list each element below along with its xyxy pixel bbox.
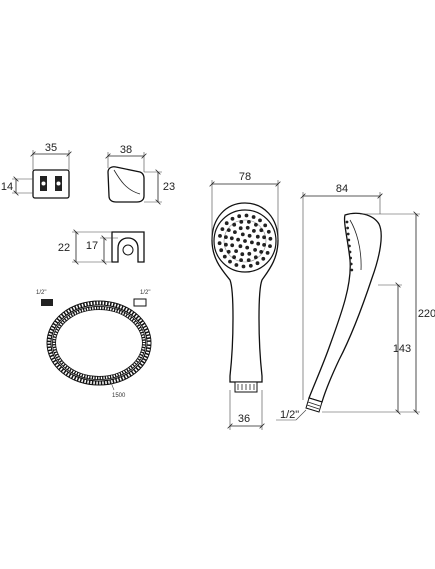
nozzle-dot — [247, 220, 251, 224]
nozzle-dot — [261, 256, 266, 261]
side-depth-label: 84 — [336, 183, 348, 195]
nozzle-dot — [230, 243, 235, 248]
shower-hose: 1/2" 1/2" 1500 — [36, 290, 152, 399]
nozzle-dot — [248, 263, 253, 268]
nozzle-dot — [262, 243, 266, 247]
holder-height-label: 23 — [163, 181, 175, 193]
nozzle-dot — [259, 250, 264, 254]
nozzle-dot — [244, 213, 249, 218]
nozzle-dot — [228, 259, 232, 264]
nozzle-dot — [233, 230, 237, 235]
nozzle-dot — [220, 227, 225, 232]
wall-bracket-height-label: 14 — [1, 181, 13, 193]
nozzle-dot — [258, 218, 262, 223]
nozzle-dot — [265, 251, 270, 255]
handle-length-label: 143 — [393, 343, 411, 355]
nozzle-dot — [252, 229, 256, 233]
nozzle-dot — [224, 242, 228, 247]
nozzle-dot — [218, 234, 222, 238]
holder-width-label: 38 — [120, 144, 132, 156]
nozzle-dot — [255, 261, 260, 266]
nozzle-dot — [247, 251, 252, 256]
nozzle-dot — [263, 223, 268, 228]
nozzle-dot — [245, 245, 250, 250]
nozzle-dot — [226, 249, 231, 254]
nozzle-dot — [226, 228, 231, 233]
nozzle-dot — [234, 263, 239, 267]
nozzle-dot — [232, 255, 237, 260]
side-nozzle-dot — [346, 226, 349, 230]
nozzle-dot — [266, 229, 271, 234]
wall-bracket: 35 14 — [1, 142, 72, 199]
side-nozzle-dot — [349, 256, 352, 260]
nozzle-dot — [247, 233, 252, 238]
nozzle-dot — [262, 235, 266, 240]
nozzle-dot — [224, 235, 228, 240]
shower-head-side-view: 84 220 143 1/2" — [276, 183, 435, 421]
side-nozzle-dot — [348, 250, 352, 254]
holder-inner-height-label: 17 — [86, 240, 98, 252]
nozzle-dot — [268, 236, 273, 241]
hose-right-thread-label: 1/2" — [140, 290, 150, 296]
nozzle-dot — [241, 264, 246, 269]
shower-head-front-view: 78 36 — [209, 171, 281, 430]
hose-length-label: 1500 — [112, 393, 126, 399]
nozzle-dot — [232, 222, 237, 227]
nozzle-dot — [245, 225, 250, 230]
nozzle-dot — [250, 240, 254, 245]
nozzle-dot — [253, 248, 257, 252]
side-thread-label: 1/2" — [280, 409, 299, 421]
side-nozzle-dot — [345, 220, 349, 224]
wall-bracket-width-label: 35 — [45, 142, 57, 154]
spray-nozzles — [217, 213, 273, 269]
side-nozzle-dot — [350, 268, 354, 272]
side-nozzle-dot — [347, 238, 351, 242]
nozzle-dot — [238, 244, 243, 249]
nozzle-dot — [246, 258, 251, 262]
nozzle-dot — [253, 255, 258, 260]
nozzle-dot — [256, 241, 261, 246]
holder-outer-height-label: 22 — [58, 242, 70, 254]
holder-side-view: 38 23 — [105, 144, 175, 205]
nozzle-dot — [230, 216, 235, 221]
nozzle-dot — [239, 220, 244, 224]
nozzle-dot — [240, 252, 245, 257]
nozzle-dot — [243, 239, 247, 243]
nozzle-dot — [255, 234, 260, 239]
nozzle-dot — [240, 232, 245, 237]
side-nozzle-dot — [349, 262, 353, 266]
nozzle-dot — [229, 236, 234, 241]
nozzle-dot — [237, 214, 242, 219]
connector-width-label: 36 — [238, 413, 250, 425]
nozzle-dot — [251, 215, 256, 219]
head-width-label: 78 — [239, 171, 251, 183]
holder-front-view: 22 17 — [58, 229, 145, 265]
hose-left-thread-label: 1/2" — [36, 290, 46, 296]
nozzle-dot — [222, 254, 227, 259]
side-nozzles — [345, 220, 354, 272]
nozzle-dot — [217, 241, 222, 246]
nozzle-dot — [234, 249, 239, 254]
nozzle-dot — [268, 244, 272, 249]
nozzle-dot — [239, 258, 244, 262]
nozzle-dot — [259, 228, 264, 233]
nozzle-dot — [224, 221, 229, 226]
nozzle-dot — [238, 226, 243, 231]
total-length-label: 220 — [418, 308, 435, 320]
side-nozzle-dot — [346, 232, 350, 236]
nozzle-dot — [254, 222, 258, 227]
nozzle-dot — [219, 248, 224, 253]
side-nozzle-dot — [348, 244, 351, 248]
nozzle-dot — [236, 237, 241, 242]
